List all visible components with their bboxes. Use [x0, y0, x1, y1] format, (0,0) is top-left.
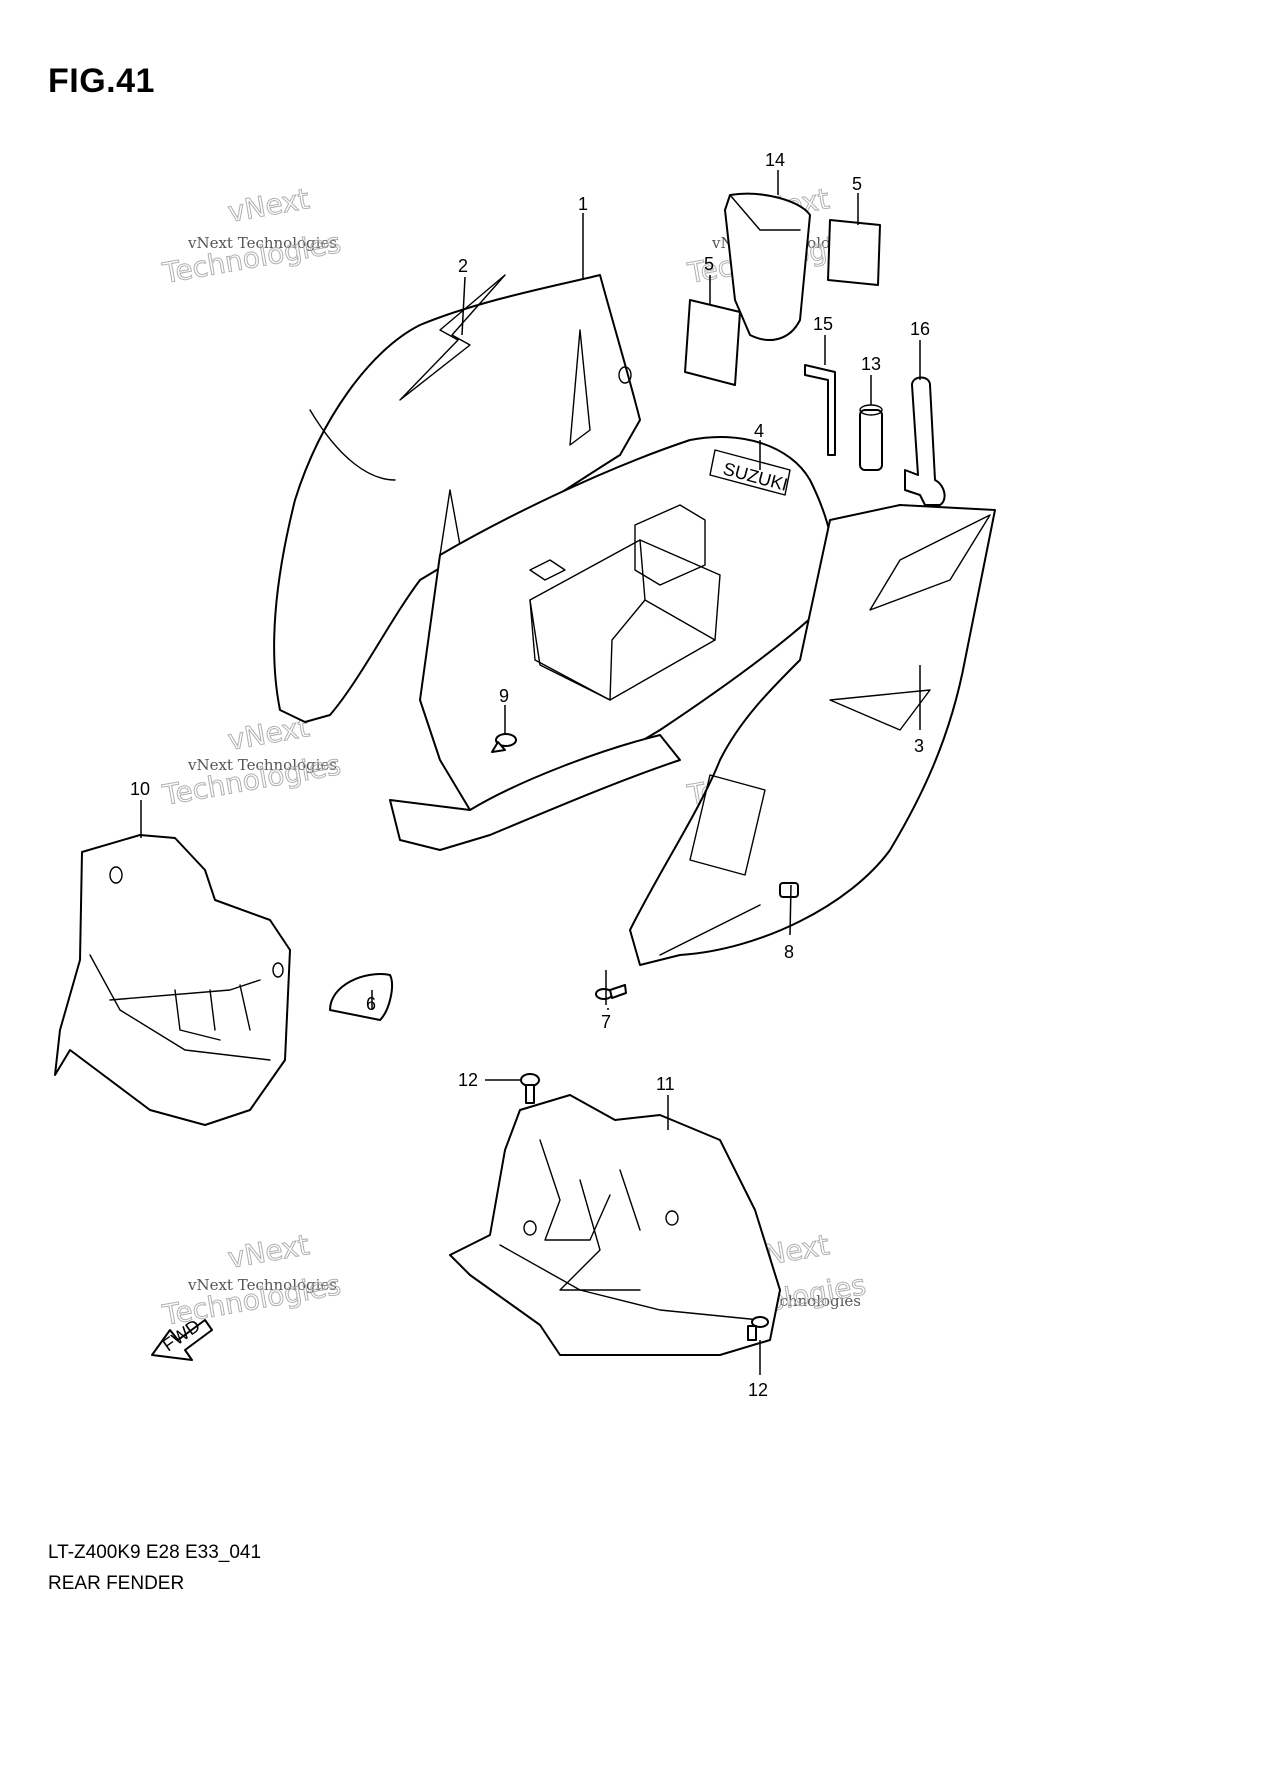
svg-text:vNext Technologies: vNext Technologies — [187, 1276, 337, 1294]
figure-title: FIG.41 — [48, 62, 155, 100]
part-11-right-mudguard — [449, 1094, 781, 1356]
svg-text:vNext Technologies: vNext Technologies — [187, 234, 337, 252]
callout-6: 6 — [366, 994, 376, 1014]
part-12-screw-lower — [747, 1316, 769, 1341]
callout-15: 15 — [813, 314, 833, 334]
part-5-pad-left — [684, 299, 741, 386]
watermark-bottom-left: vNext vNext Technologies Technologies — [159, 1228, 344, 1333]
watermark-top-left: vNext vNext Technologies Technologies — [159, 182, 344, 291]
callout-11: 11 — [656, 1074, 675, 1094]
fwd-direction-arrow: FWD — [151, 1315, 213, 1361]
part-16-spanner — [904, 376, 946, 506]
callout-12a: 12 — [458, 1070, 478, 1090]
callout-5a: 5 — [852, 174, 862, 194]
part-15-hex-wrench — [804, 364, 836, 456]
figure-code: LT-Z400K9 E28 E33_041 — [48, 1542, 262, 1563]
rear-fender-body: SUZUKI — [273, 274, 996, 966]
callout-16: 16 — [910, 319, 930, 339]
part-13-spark-plug-tool — [859, 404, 883, 471]
callout-4: 4 — [754, 421, 764, 441]
watermark-mid-left: vNext vNext Technologies Technologies — [159, 710, 344, 813]
part-7-screw — [595, 984, 627, 1000]
part-10-left-mudguard — [54, 834, 291, 1126]
callout-2: 2 — [458, 256, 468, 276]
callout-3: 3 — [914, 736, 924, 756]
callout-12b: 12 — [748, 1380, 768, 1400]
part-14-tool-bag — [724, 192, 811, 341]
part-9-clip — [491, 733, 517, 753]
svg-text:vNext: vNext — [225, 1228, 311, 1275]
callout-13: 13 — [861, 354, 881, 374]
svg-text:vNext: vNext — [225, 182, 311, 229]
callout-7: 7 — [601, 1012, 611, 1032]
callout-10: 10 — [130, 779, 150, 799]
part-5-pad-right — [827, 219, 881, 286]
part-12-screw-upper — [520, 1073, 540, 1104]
part-6-cap — [329, 973, 393, 1021]
callout-1: 1 — [578, 194, 588, 214]
part-8-nut — [779, 882, 799, 898]
callout-9: 9 — [499, 686, 509, 706]
callout-numbers: 1 2 3 4 5 5 6 7 8 9 10 11 12 12 13 14 15… — [130, 150, 930, 1400]
callout-5b: 5 — [704, 254, 714, 274]
svg-text:vNext Technologies: vNext Technologies — [187, 756, 337, 774]
figure-name: REAR FENDER — [48, 1573, 185, 1594]
callout-14: 14 — [765, 150, 785, 170]
callout-8: 8 — [784, 942, 794, 962]
leader-lines — [140, 170, 921, 1375]
